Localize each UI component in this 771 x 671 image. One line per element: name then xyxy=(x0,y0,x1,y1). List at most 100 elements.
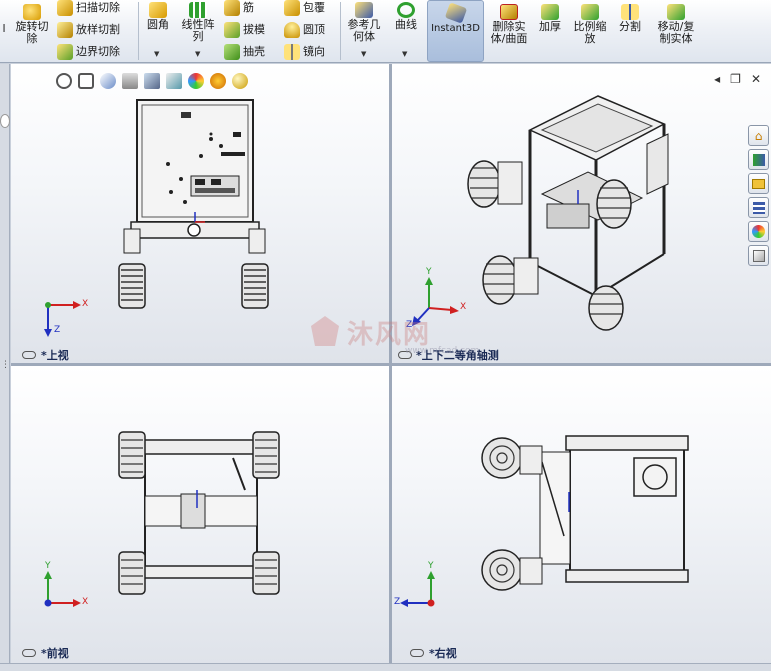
right-axis-z-label: Z xyxy=(394,597,401,607)
scale-button[interactable]: 比例缩 放 xyxy=(569,4,611,45)
instant3d-content: Instant3D xyxy=(428,2,483,35)
features-ribbon: l 旋转切 除 扫描切除 放样切割 边界切除 圆角 ▼ 线性阵 列 ▼ xyxy=(0,0,771,63)
move-copy-body-label: 移动/复 制实体 xyxy=(657,20,695,45)
bottom-status-strip xyxy=(0,663,771,671)
linear-pattern-button[interactable]: 线性阵 列 xyxy=(177,2,219,43)
split-icon xyxy=(621,4,639,20)
apply-scene-icon[interactable] xyxy=(210,73,226,89)
fillet-label: 圆角 xyxy=(147,18,169,31)
instant3d-label: Instant3D xyxy=(431,23,480,34)
front-axis-x-label: X xyxy=(82,597,89,607)
viewport-front-view[interactable]: Y X *前视 xyxy=(11,366,389,663)
mirror-button[interactable]: 镜向 xyxy=(284,44,325,60)
view-settings-icon[interactable] xyxy=(232,73,248,89)
edit-appearance-icon[interactable] xyxy=(188,73,204,89)
dimetric-robot-drawing xyxy=(412,95,669,331)
previous-view-icon[interactable] xyxy=(100,73,116,89)
view-orientation-icon[interactable] xyxy=(144,73,160,89)
fillet-icon xyxy=(149,2,167,18)
revolved-cut-icon xyxy=(23,4,41,20)
close-window-icon[interactable]: ✕ xyxy=(750,72,761,86)
shell-label: 抽壳 xyxy=(243,45,265,58)
home-tab[interactable]: ⌂ xyxy=(748,125,769,146)
move-copy-body-button[interactable]: 移动/复 制实体 xyxy=(652,4,700,45)
curves-button[interactable]: 曲线 xyxy=(390,2,422,31)
lofted-cut-button[interactable]: 放样切割 xyxy=(57,22,120,38)
draft-icon xyxy=(224,22,240,38)
panel-toggle-icon[interactable] xyxy=(0,114,10,128)
viewport-dimetric-view[interactable]: ◂ ❐ ✕ xyxy=(392,64,771,363)
revolved-cut-label: 旋转切 除 xyxy=(15,20,49,45)
rib-label: 筋 xyxy=(243,1,254,14)
front-view-robot-drawing xyxy=(44,431,280,607)
top-view-robot-drawing xyxy=(44,99,269,337)
pattern-dropdown-icon[interactable]: ▼ xyxy=(195,50,201,58)
heads-up-view-toolbar xyxy=(56,72,248,90)
view-palette-tab[interactable] xyxy=(748,197,769,218)
curves-label: 曲线 xyxy=(395,18,417,31)
delete-body-button[interactable]: 删除实 体/曲面 xyxy=(487,4,531,45)
design-library-tab[interactable] xyxy=(748,149,769,170)
lofted-cut-icon xyxy=(57,22,73,38)
boundary-cut-button[interactable]: 边界切除 xyxy=(57,44,120,60)
window-controls: ◂ ❐ ✕ xyxy=(714,72,761,86)
viewport-right-view[interactable]: Y Z *右视 xyxy=(392,366,771,663)
right-axis-y-label: Y xyxy=(428,561,434,571)
boundary-cut-label: 边界切除 xyxy=(76,45,120,58)
reference-geometry-dropdown-icon[interactable]: ▼ xyxy=(361,50,367,58)
reference-geometry-icon xyxy=(355,2,373,18)
shell-icon xyxy=(224,44,240,60)
wrap-button[interactable]: 包覆 xyxy=(284,0,325,16)
expand-panel-icon[interactable]: ◂ xyxy=(714,72,721,86)
feature-manager-collapsed-panel[interactable]: ⋮ xyxy=(0,64,10,664)
top-view-axis-x-label: X xyxy=(82,299,89,309)
move-copy-body-icon xyxy=(667,4,685,20)
custom-properties-tab[interactable] xyxy=(748,245,769,266)
fillet-button[interactable]: 圆角 xyxy=(143,2,173,31)
swept-cut-label: 扫描切除 xyxy=(76,1,120,14)
thicken-label: 加厚 xyxy=(539,20,561,33)
display-style-icon[interactable] xyxy=(166,73,182,89)
dome-icon xyxy=(284,22,300,38)
wrap-label: 包覆 xyxy=(303,1,325,14)
file-explorer-tab[interactable] xyxy=(748,173,769,194)
splitter-handle-icon[interactable]: ⋮ xyxy=(1,360,10,370)
ribbon-separator xyxy=(340,2,341,60)
curves-dropdown-icon[interactable]: ▼ xyxy=(402,50,408,58)
fillet-dropdown-icon[interactable]: ▼ xyxy=(154,50,160,58)
vertical-viewport-splitter[interactable] xyxy=(389,64,392,663)
revolved-cut-button[interactable]: 旋转切 除 xyxy=(12,4,52,45)
swept-cut-button[interactable]: 扫描切除 xyxy=(57,0,120,16)
mirror-label: 镜向 xyxy=(303,45,325,58)
thicken-button[interactable]: 加厚 xyxy=(535,4,565,33)
shell-button[interactable]: 抽壳 xyxy=(224,44,265,60)
appearances-tab[interactable] xyxy=(748,221,769,242)
zoom-to-area-icon[interactable] xyxy=(78,73,94,89)
link-views-icon[interactable] xyxy=(410,649,424,657)
reference-geometry-button[interactable]: 参考几 何体 xyxy=(344,2,384,43)
lofted-cut-label: 放样切割 xyxy=(76,23,120,36)
rib-icon xyxy=(224,0,240,16)
link-views-icon[interactable] xyxy=(22,351,36,359)
dome-button[interactable]: 圆顶 xyxy=(284,22,325,38)
link-views-icon[interactable] xyxy=(22,649,36,657)
scale-label: 比例缩 放 xyxy=(573,20,607,45)
truncated-left-label: l xyxy=(2,22,6,35)
rib-button[interactable]: 筋 xyxy=(224,0,254,16)
viewport-top-view[interactable]: X Z *上视 xyxy=(11,64,389,363)
dome-label: 圆顶 xyxy=(303,23,325,36)
top-view-axis-z-label: Z xyxy=(54,325,61,335)
instant3d-icon xyxy=(444,2,467,24)
split-button[interactable]: 分割 xyxy=(615,4,645,33)
view-palette-icon xyxy=(752,201,765,214)
section-view-icon[interactable] xyxy=(122,73,138,89)
restore-window-icon[interactable]: ❐ xyxy=(730,72,741,86)
draft-button[interactable]: 拔模 xyxy=(224,22,265,38)
front-axis-y-label: Y xyxy=(45,561,51,571)
zoom-to-fit-icon[interactable] xyxy=(56,73,72,89)
dimetric-axis-y-label: Y xyxy=(426,267,432,277)
task-pane-tabs: ⌂ xyxy=(748,125,771,266)
instant3d-button[interactable]: Instant3D xyxy=(427,0,484,62)
link-views-icon[interactable] xyxy=(398,351,412,359)
